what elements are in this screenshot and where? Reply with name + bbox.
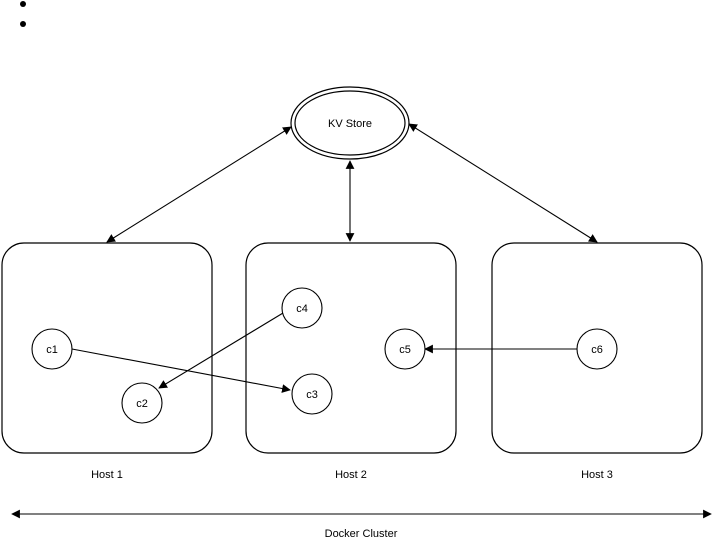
container-c6: c6 [576,328,618,370]
host-3-label: Host 3 [581,469,613,481]
container-c3-label: c3 [306,389,318,401]
host-1-label: Host 1 [91,469,123,481]
container-c3: c3 [291,373,333,415]
bullet-list [0,0,40,40]
host-2-label: Host 2 [335,469,367,481]
kv-store-node: KV Store [290,86,410,160]
c1-to-c3-connector [71,348,291,393]
bullet-point [20,21,26,27]
container-c2-label: c2 [136,398,148,410]
kv-to-host-3-connector [408,123,598,243]
container-c4: c4 [281,287,323,329]
c4-to-c2-connector [158,309,289,389]
kv-store-label: KV Store [328,118,372,130]
container-c6-label: c6 [591,344,603,356]
bullet-point [20,1,26,7]
container-c4-label: c4 [296,303,308,315]
cluster-label: Docker Cluster [325,528,398,540]
container-c2: c2 [121,382,163,424]
container-c5-label: c5 [399,344,411,356]
kv-to-host-1-connector [106,126,292,243]
container-c1-label: c1 [46,344,58,356]
container-c5: c5 [384,328,426,370]
container-c1: c1 [31,328,73,370]
